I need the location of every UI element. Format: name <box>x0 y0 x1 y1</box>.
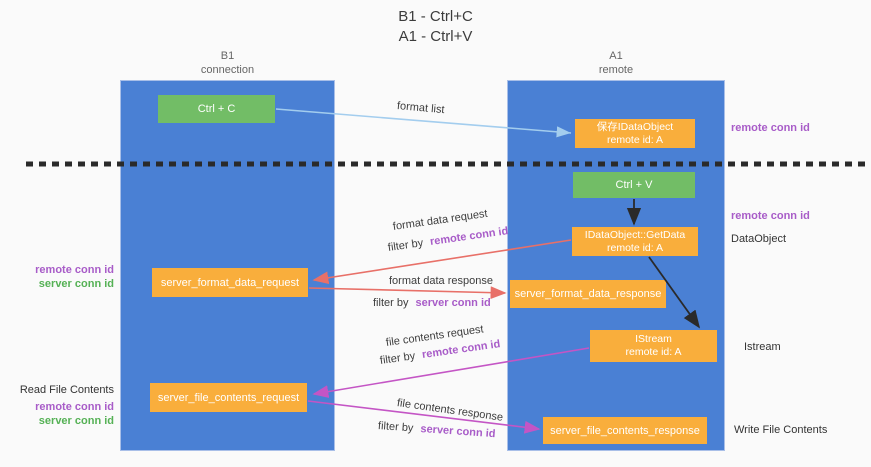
node-idataobject-getdata: IDataObject::GetData remote id: A <box>572 227 698 256</box>
lane-a1-subtitle: remote <box>598 64 634 76</box>
node-istream-line2: remote id: A <box>625 346 682 358</box>
lane-a1-name: A1 <box>609 50 623 62</box>
arrow-format-data-response <box>308 286 507 300</box>
node-file-request-label: server_file_contents_request <box>157 391 300 404</box>
edge-label-format-list: format list <box>396 100 446 117</box>
filter-prefix: filter by <box>377 420 414 435</box>
node-ctrl-v-label: Ctrl + V <box>615 179 653 191</box>
edge-label-filter-server-2: filter by server conn id <box>378 420 496 440</box>
edge-label-format-data-response: format data response <box>389 275 493 287</box>
node-server-format-data-response: server_format_data_response <box>510 280 666 308</box>
side-label-remote-conn-id-1: remote conn id <box>731 122 810 134</box>
edge-label-filter-server-1: filter by server conn id <box>373 297 491 309</box>
filter-remote-conn-id: remote conn id <box>429 225 510 249</box>
node-server-file-contents-request: server_file_contents_request <box>150 383 307 412</box>
side-label-istream: Istream <box>744 341 781 353</box>
node-istream-line1: IStream <box>635 333 672 345</box>
lane-b1-subtitle: connection <box>200 64 255 76</box>
filter-prefix: filter by <box>379 350 416 367</box>
node-server-format-data-request: server_format_data_request <box>152 268 308 297</box>
node-format-request-label: server_format_data_request <box>160 276 300 289</box>
side-label-write-file-contents: Write File Contents <box>734 424 828 436</box>
side-label-dataobject: DataObject <box>731 233 787 245</box>
node-ctrl-v: Ctrl + V <box>573 172 695 198</box>
lane-header-b1: B1 connection <box>120 49 335 77</box>
node-server-file-contents-response: server_file_contents_response <box>543 417 707 444</box>
side-label-remote-conn-id-2: remote conn id <box>731 210 810 222</box>
node-getdata-line1: IDataObject::GetData <box>584 228 686 241</box>
node-format-response-label: server_format_data_response <box>514 288 662 300</box>
node-getdata-line2: remote id: A <box>606 241 664 254</box>
filter-server-conn-id: server conn id <box>415 297 491 309</box>
side-label-server-conn-id-1: server conn id <box>38 278 114 290</box>
node-save-idataobject-line2: remote id: A <box>606 133 664 146</box>
side-label-remote-conn-id-3: remote conn id <box>35 264 114 276</box>
node-istream: IStream remote id: A <box>590 330 717 362</box>
node-ctrl-c-label: Ctrl + C <box>197 103 236 115</box>
side-label-server-conn-id-2: server conn id <box>38 415 114 427</box>
filter-prefix: filter by <box>373 297 409 309</box>
title-line-2: A1 - Ctrl+V <box>398 28 473 45</box>
node-save-idataobject-line1: 保存IDataObject <box>596 120 674 133</box>
side-label-remote-conn-id-4: remote conn id <box>35 401 114 413</box>
lane-header-a1: A1 remote <box>507 49 725 77</box>
node-file-response-label: server_file_contents_response <box>550 424 700 437</box>
node-save-idataobject: 保存IDataObject remote id: A <box>575 119 695 148</box>
title-line-1: B1 - Ctrl+C <box>398 8 473 25</box>
filter-prefix: filter by <box>387 237 424 254</box>
lane-b1-name: B1 <box>220 50 235 62</box>
side-label-read-file-contents: Read File Contents <box>19 384 114 396</box>
filter-server-conn-id: server conn id <box>420 422 496 441</box>
diagram-title: B1 - Ctrl+C A1 - Ctrl+V <box>0 7 871 47</box>
node-ctrl-c: Ctrl + C <box>158 95 275 123</box>
edge-label-file-contents-response: file contents response <box>396 397 504 424</box>
